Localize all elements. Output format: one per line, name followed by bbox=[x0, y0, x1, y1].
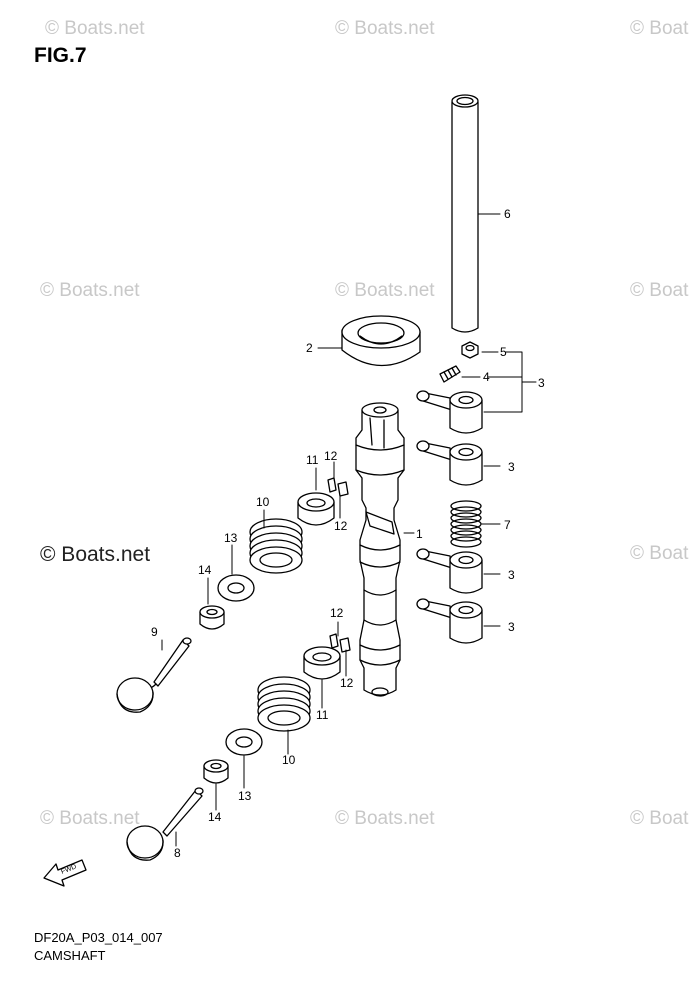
callout-8: 8 bbox=[174, 846, 181, 860]
callout-14: 14 bbox=[208, 810, 222, 824]
figure-title: FIG.7 bbox=[34, 44, 87, 67]
callout-11: 11 bbox=[316, 708, 329, 722]
part-6-rod bbox=[451, 94, 479, 333]
watermark: © Boat bbox=[630, 280, 689, 301]
part-13-washer bbox=[225, 728, 263, 756]
callout-3: 3 bbox=[508, 568, 515, 582]
figure-caption: CAMSHAFT bbox=[34, 948, 106, 963]
part-8-valve bbox=[126, 787, 204, 861]
part-5-nut bbox=[461, 341, 479, 359]
callout-3: 3 bbox=[508, 620, 515, 634]
part-10-valve-spring bbox=[249, 518, 303, 574]
watermark: © Boat bbox=[630, 543, 689, 564]
part-2-oil-seal bbox=[341, 315, 421, 367]
part-14-seal bbox=[199, 605, 225, 630]
callout-14: 14 bbox=[198, 563, 212, 577]
callout-3: 3 bbox=[538, 376, 545, 390]
callout-5: 5 bbox=[500, 345, 507, 359]
callout-13: 13 bbox=[238, 789, 252, 803]
callout-13: 13 bbox=[224, 531, 238, 545]
callout-9: 9 bbox=[151, 625, 158, 639]
watermark: © Boats.net bbox=[40, 280, 140, 301]
part-13-washer bbox=[217, 574, 255, 602]
callout-12: 12 bbox=[340, 676, 354, 690]
part-3-rocker-arm bbox=[416, 548, 483, 594]
leader-lines bbox=[161, 213, 537, 847]
part-3-rocker-arm bbox=[416, 390, 483, 434]
part-12-cotter bbox=[327, 477, 349, 497]
part-1-camshaft bbox=[355, 402, 405, 697]
watermark: © Boat bbox=[630, 18, 689, 39]
watermark: © Boats.net bbox=[40, 543, 151, 566]
part-7-spring bbox=[450, 500, 482, 548]
drawing-code: DF20A_P03_014_007 bbox=[34, 930, 163, 945]
watermark: © Boats.net bbox=[45, 18, 145, 39]
part-11-retainer bbox=[297, 492, 335, 526]
watermark: © Boats.net bbox=[40, 808, 140, 829]
callout-2: 2 bbox=[306, 341, 313, 355]
callout-4: 4 bbox=[483, 370, 490, 384]
callout-11: 11 bbox=[306, 453, 319, 467]
part-11-retainer bbox=[303, 646, 341, 680]
callout-1: 1 bbox=[416, 527, 423, 541]
part-9-valve bbox=[116, 637, 192, 713]
callout-labels: 1 2 3 3 3 3 4 5 6 7 8 9 10 10 11 11 12 1… bbox=[151, 207, 545, 860]
callout-10: 10 bbox=[256, 495, 270, 509]
part-10-valve-spring bbox=[257, 676, 311, 732]
callout-12: 12 bbox=[334, 519, 348, 533]
callout-12: 12 bbox=[330, 606, 344, 620]
callout-7: 7 bbox=[504, 518, 511, 532]
part-3-rocker-arm bbox=[416, 440, 483, 486]
part-3-rocker-arm bbox=[416, 598, 483, 644]
watermark: © Boats.net bbox=[335, 808, 435, 829]
watermark: © Boat bbox=[630, 808, 689, 829]
callout-10: 10 bbox=[282, 753, 296, 767]
watermark: © Boats.net bbox=[335, 18, 435, 39]
fwd-arrow-icon: FWD bbox=[43, 859, 87, 887]
part-4-screw bbox=[439, 365, 461, 383]
callout-6: 6 bbox=[504, 207, 511, 221]
part-12-cotter bbox=[329, 633, 351, 653]
callout-12: 12 bbox=[324, 449, 338, 463]
watermark: © Boats.net bbox=[335, 280, 435, 301]
part-14-seal bbox=[203, 759, 229, 784]
callout-3: 3 bbox=[508, 460, 515, 474]
